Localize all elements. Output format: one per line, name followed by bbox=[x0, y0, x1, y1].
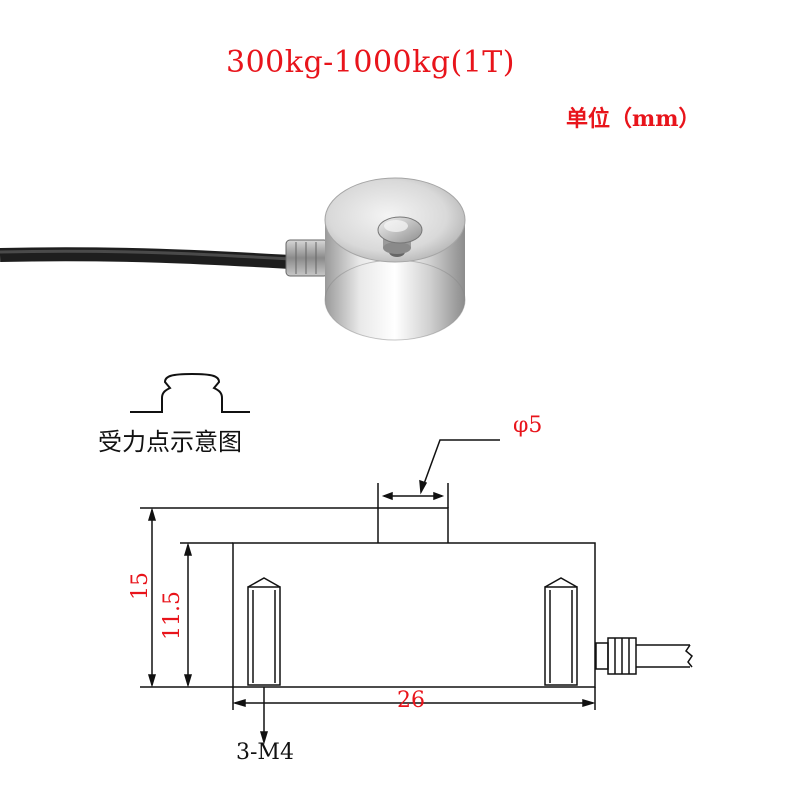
cable-exit-drawing bbox=[595, 637, 693, 675]
diameter-label: φ5 bbox=[513, 413, 543, 438]
diameter-leader bbox=[420, 439, 500, 493]
body-outline bbox=[232, 542, 596, 688]
button-outline bbox=[377, 507, 449, 543]
dimension-drawing bbox=[140, 439, 693, 745]
load-button bbox=[377, 216, 423, 254]
cable bbox=[0, 247, 291, 269]
load-cell-body bbox=[324, 177, 466, 341]
width-label: 26 bbox=[397, 688, 425, 713]
cable-gland bbox=[285, 239, 329, 277]
threaded-hole-right bbox=[544, 577, 578, 686]
unit-label: 单位（mm） bbox=[566, 106, 701, 132]
thread-spec-label: 3-M4 bbox=[236, 740, 294, 765]
force-point-label: 受力点示意图 bbox=[98, 428, 242, 456]
threaded-hole-left bbox=[247, 577, 281, 686]
total-height-label: 15 bbox=[128, 572, 153, 600]
capacity-title: 300kg-1000kg(1T) bbox=[226, 45, 516, 80]
force-point-illustration bbox=[130, 372, 250, 413]
body-height-label: 11.5 bbox=[160, 591, 185, 640]
